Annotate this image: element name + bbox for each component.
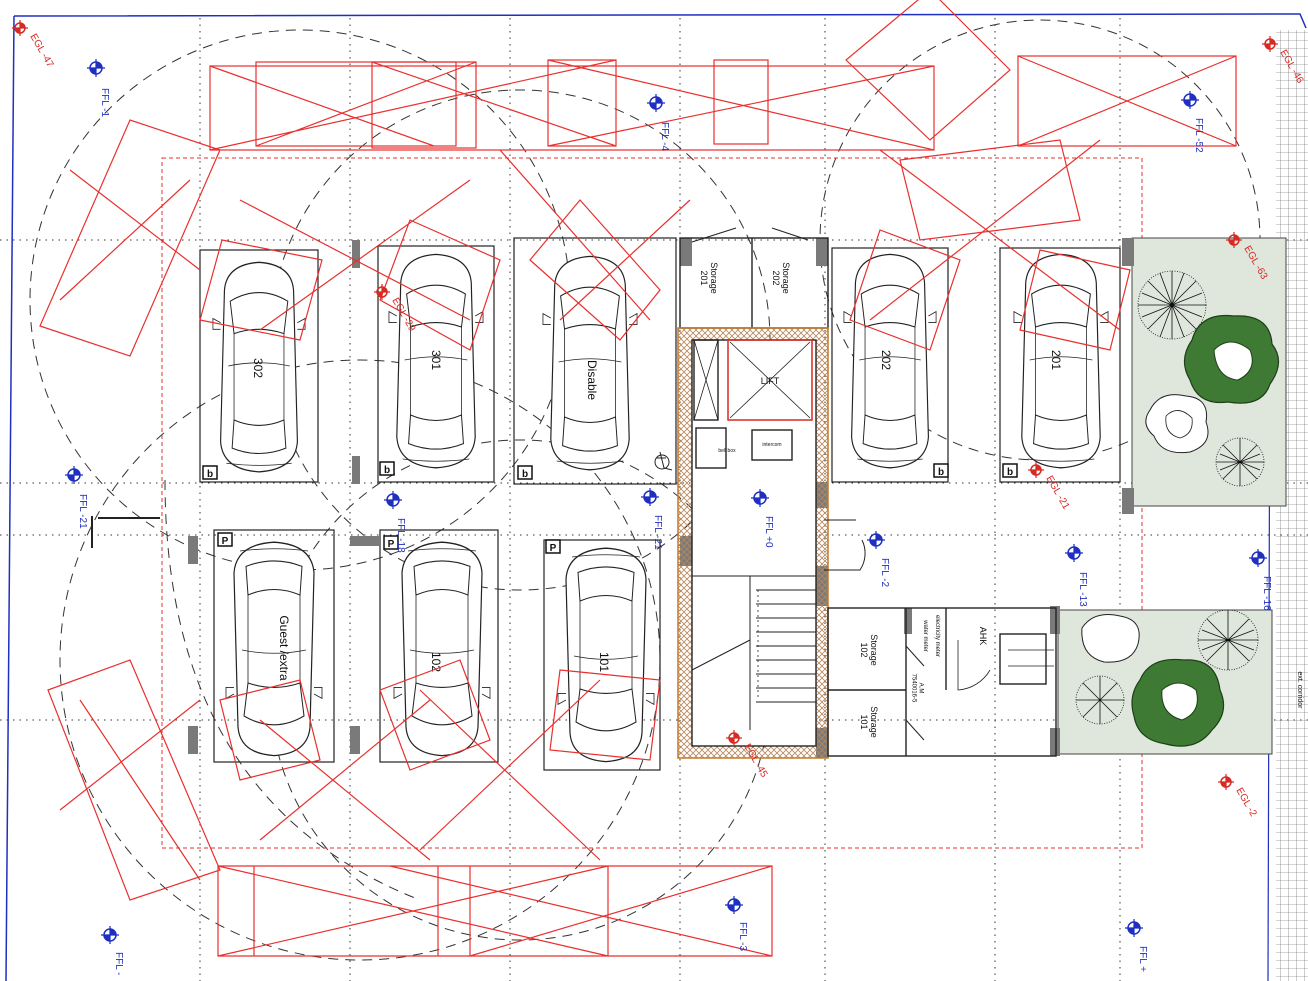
bay-101 xyxy=(543,539,661,771)
svg-text:FFL -21: FFL -21 xyxy=(652,515,663,550)
svg-text:FFL -4: FFL -4 xyxy=(659,122,670,152)
turning-circles xyxy=(29,19,1261,961)
bay-tag: b xyxy=(933,463,949,478)
room-ahk: AHK xyxy=(978,627,988,646)
bay-102 xyxy=(379,529,499,763)
bay-label-201: 201 xyxy=(1049,350,1063,370)
stair-flight xyxy=(691,575,816,730)
shrub-icon xyxy=(1145,314,1280,454)
swept-path-envelopes xyxy=(39,0,1237,957)
room-storage-102: Storage102 xyxy=(859,634,879,666)
level-marker-ffl-13: FFL -13 xyxy=(1064,543,1088,607)
bay-201 xyxy=(999,247,1121,483)
parking-bays xyxy=(199,237,1121,771)
level-marker-egl-47: EGL -47 xyxy=(11,19,56,70)
svg-text:EGL -2: EGL -2 xyxy=(1233,786,1258,819)
level-marker-ffl-3: FFL -3 xyxy=(724,895,748,952)
bay-guest xyxy=(213,529,335,763)
wheelchair-icon xyxy=(654,451,673,471)
svg-text:FFL -21: FFL -21 xyxy=(77,494,88,529)
level-marker-ffl-1: FFL -1 xyxy=(86,58,110,118)
bay-tag: b xyxy=(1002,463,1018,478)
svg-text:FFL -1: FFL -1 xyxy=(99,88,110,118)
svg-text:FFL +0: FFL +0 xyxy=(763,516,774,548)
palm-icon xyxy=(1137,270,1265,487)
bay-tag: P xyxy=(383,535,399,550)
svg-text:FFL -2: FFL -2 xyxy=(879,558,890,588)
svg-text:P: P xyxy=(550,543,557,554)
pillars xyxy=(188,238,1134,758)
bay-tag: P xyxy=(217,532,233,547)
level-marker-ffl-52: FFL -52 xyxy=(1180,90,1204,153)
room-lift: LIFT xyxy=(761,376,780,386)
level-marker-ffl-16: FFL -16 xyxy=(1248,548,1272,611)
level-marker-egl-2: EGL -2 xyxy=(1217,773,1259,819)
dotted-gridlines xyxy=(0,18,1308,981)
bay-label-302: 302 xyxy=(251,358,265,378)
right-edge-note: ext. corridor xyxy=(1296,672,1303,710)
level-marker-ffl-18: FFL -18 xyxy=(383,490,406,553)
svg-text:FFL -3: FFL -3 xyxy=(737,922,748,952)
svg-text:b: b xyxy=(384,465,390,476)
lift-shaft xyxy=(727,339,813,421)
bay-tag: b xyxy=(202,465,218,480)
svg-text:P: P xyxy=(388,539,395,550)
level-marker-ffl-plus: FFL + xyxy=(1124,918,1148,972)
lift-note-a: bell box xyxy=(718,448,736,454)
bay-label-disable: Disable xyxy=(585,360,599,400)
svg-text:FFL -16: FFL -16 xyxy=(1261,576,1272,611)
level-marker-ffl-2: FFL -2 xyxy=(866,530,890,588)
room-storage-101: Storage101 xyxy=(859,706,879,738)
svg-text:b: b xyxy=(938,467,944,478)
svg-text:b: b xyxy=(1007,467,1013,478)
level-marker-ffl-bl: FFL - xyxy=(100,925,124,976)
bay-tag: b xyxy=(379,461,395,476)
level-marker-ffl-21b: FFL -21 xyxy=(640,487,663,550)
palm-icon xyxy=(1075,609,1259,725)
svg-text:EGL -47: EGL -47 xyxy=(27,32,55,70)
meter-label-a: water meter xyxy=(922,619,928,652)
level-marker-egl-21: EGL -21 xyxy=(1027,461,1072,512)
bay-tag: P xyxy=(545,539,561,554)
bay-disable xyxy=(513,237,677,485)
svg-text:EGL -21: EGL -21 xyxy=(1043,474,1071,512)
svg-text:FFL -18: FFL -18 xyxy=(395,518,406,553)
bay-label-101: 101 xyxy=(597,652,611,672)
landscape-area-south xyxy=(1057,609,1273,755)
level-marker-ffl-0: FFL +0 xyxy=(750,488,774,548)
room-storage-201: Storage201 xyxy=(699,262,719,294)
bay-label-301: 301 xyxy=(429,350,443,370)
bay-label-202: 202 xyxy=(879,350,893,370)
core-block xyxy=(677,227,829,759)
meter-label-b: electricity meter xyxy=(934,615,940,657)
shrub-icon xyxy=(1081,614,1225,747)
bay-301 xyxy=(377,245,495,483)
lift-note-b: intercom xyxy=(762,442,781,448)
level-marker-ffl-21: FFL -21 xyxy=(64,465,88,529)
svg-text:FFL -13: FFL -13 xyxy=(1077,572,1088,607)
bay-302 xyxy=(199,249,319,483)
meter-label-c: A.M7540016-5 xyxy=(911,674,924,703)
utility-rooms xyxy=(91,516,1057,757)
bay-tag: b xyxy=(517,465,533,480)
bay-label-guest: Guest /extra xyxy=(277,615,291,681)
svg-text:FFL -: FFL - xyxy=(113,952,124,976)
svg-text:b: b xyxy=(522,469,528,480)
svg-text:FFL +: FFL + xyxy=(1137,946,1148,972)
level-marker-ffl-4: FFL -4 xyxy=(646,93,670,152)
svg-text:P: P xyxy=(222,536,229,547)
bay-202 xyxy=(831,247,949,483)
landscape-area-north xyxy=(1131,237,1287,507)
svg-text:FFL -52: FFL -52 xyxy=(1193,118,1204,153)
svg-text:b: b xyxy=(207,469,213,480)
room-storage-202: Storage202 xyxy=(771,262,791,294)
